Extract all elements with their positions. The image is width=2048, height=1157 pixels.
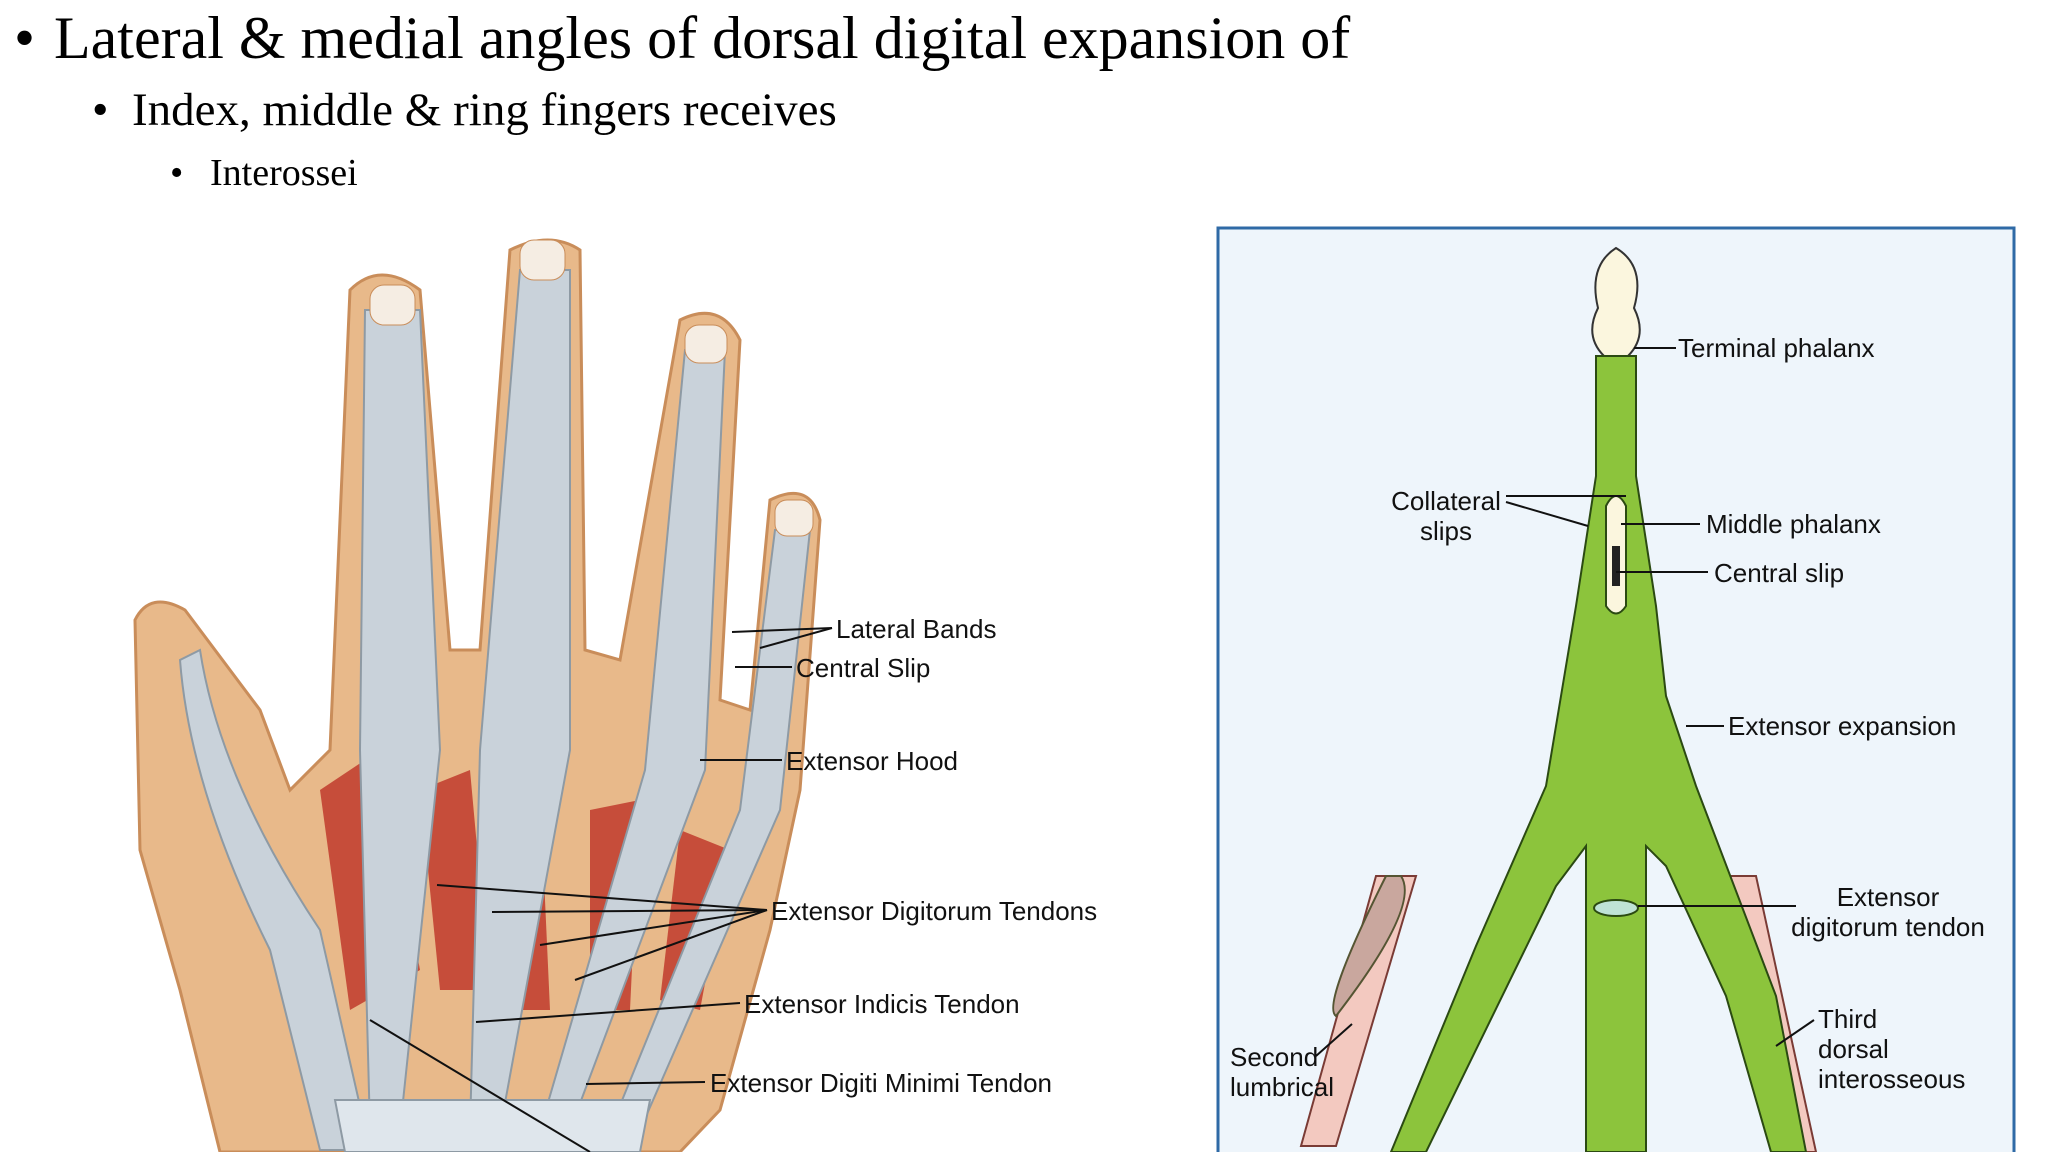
label-second-lumbrical-line-1: Second — [1230, 1042, 1318, 1072]
extensor-digitorum-tendon-cut-end — [1593, 899, 1639, 917]
leader-line — [539, 909, 768, 946]
label-extensor-expansion: Extensor expansion — [1728, 711, 1956, 741]
extensor-expansion-figure: Terminal phalanx Collateral slips Middle… — [1216, 226, 2016, 1157]
bullet-level-3: • Interossei — [170, 148, 358, 198]
label-collateral-slips-line-2: slips — [1420, 516, 1472, 546]
fingernail — [774, 499, 814, 537]
extensor-expansion-diagram: Terminal phalanx Collateral slips Middle… — [1216, 226, 2016, 1157]
interosseous-muscle — [420, 770, 490, 990]
bullet-level-1: • Lateral & medial angles of dorsal digi… — [14, 2, 1350, 74]
second-lumbrical-muscle — [1332, 875, 1406, 1018]
leader-line — [1505, 501, 1589, 527]
leader-line — [731, 627, 833, 633]
label-extensor-digiti-minimi-tendon: Extensor Digiti Minimi Tendon — [710, 1068, 1052, 1098]
bullet-text: Lateral & medial angles of dorsal digita… — [54, 5, 1351, 71]
bullet-dot: • — [14, 5, 36, 71]
fingernail — [684, 324, 728, 364]
leader-line — [475, 1002, 741, 1023]
label-third-dorsal-interosseous-line-2: dorsal — [1818, 1034, 1889, 1064]
fingernail — [369, 284, 416, 326]
leader-line — [585, 1081, 706, 1085]
label-middle-phalanx: Middle phalanx — [1706, 509, 1881, 539]
leader-line — [1775, 1019, 1815, 1047]
label-lateral-bands: Lateral Bands — [836, 614, 996, 644]
label-extensor-hood: Extensor Hood — [786, 746, 958, 776]
extensor-retinaculum — [333, 1099, 652, 1153]
label-terminal-phalanx: Terminal phalanx — [1678, 333, 1875, 363]
hand-anatomy-figure: Lateral Bands Central Slip Extensor Hood… — [120, 230, 1140, 1154]
label-central-slip: Central slip — [1714, 558, 1844, 588]
label-collateral-slips-line-1: Collateral — [1391, 486, 1501, 516]
leader-line — [574, 909, 768, 981]
hand-illustration: Lateral Bands Central Slip Extensor Hood… — [133, 238, 1097, 1154]
label-third-dorsal-interosseous-line-3: interosseous — [1818, 1064, 1965, 1094]
finger-tendon — [178, 648, 372, 1151]
bullet-text: Index, middle & ring fingers receives — [132, 84, 837, 136]
bullet-text: Interossei — [210, 152, 358, 194]
leader-line — [1315, 1023, 1353, 1057]
leader-line — [491, 909, 768, 913]
label-extensor-digitorum-tendon-line-2: digitorum tendon — [1791, 912, 1985, 942]
central-slip-marker — [1612, 546, 1620, 586]
bullet-level-2: • Index, middle & ring fingers receives — [92, 80, 837, 140]
leader-line — [369, 1019, 591, 1153]
label-extensor-digitorum-tendon-line-1: Extensor — [1837, 882, 1940, 912]
leader-line — [759, 627, 833, 649]
extensor-expansion — [1389, 355, 1808, 1153]
label-second-lumbrical-line-2: lumbrical — [1230, 1072, 1334, 1102]
bullet-dot: • — [92, 84, 109, 136]
bullet-dot: • — [170, 152, 184, 194]
label-central-slip: Central Slip — [796, 653, 930, 683]
fingernail — [519, 239, 566, 281]
label-extensor-digitorum-tendons: Extensor Digitorum Tendons — [771, 896, 1097, 926]
leader-line — [436, 884, 768, 911]
label-extensor-indicis-tendon: Extensor Indicis Tendon — [744, 989, 1020, 1019]
lumbrical-muscle — [1299, 875, 1418, 1147]
label-third-dorsal-interosseous-line-1: Third — [1818, 1004, 1877, 1034]
